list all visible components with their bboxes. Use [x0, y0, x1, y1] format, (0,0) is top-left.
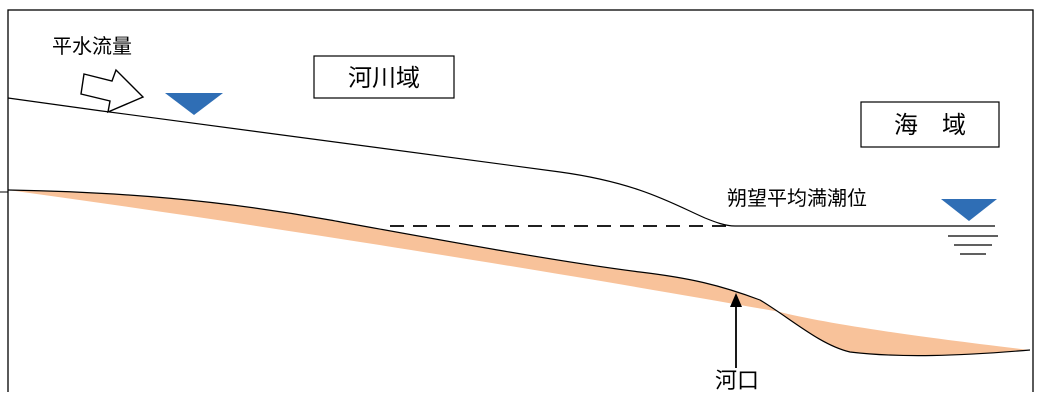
- hollow-right-arrow-icon: [80, 68, 145, 114]
- river-mouth-label: 河口: [715, 369, 759, 392]
- river-zone-box: [313, 55, 455, 99]
- sea-zone-label: 海 域: [894, 111, 966, 139]
- tide-level-label: 朔望平均満潮位: [727, 186, 867, 210]
- flow-label: 平水流量: [52, 34, 132, 58]
- water-level-triangle-icon: [165, 93, 223, 115]
- water-level-triangle-icon: [941, 199, 997, 221]
- riverbed-fill: [8, 190, 1030, 356]
- riverbed-line: [7, 189, 1031, 357]
- sea-zone-box: [860, 101, 1000, 148]
- river-mouth-arrowhead-icon: [730, 293, 742, 307]
- river-zone-label: 河川域: [348, 64, 420, 92]
- water-surface-line: [7, 97, 995, 227]
